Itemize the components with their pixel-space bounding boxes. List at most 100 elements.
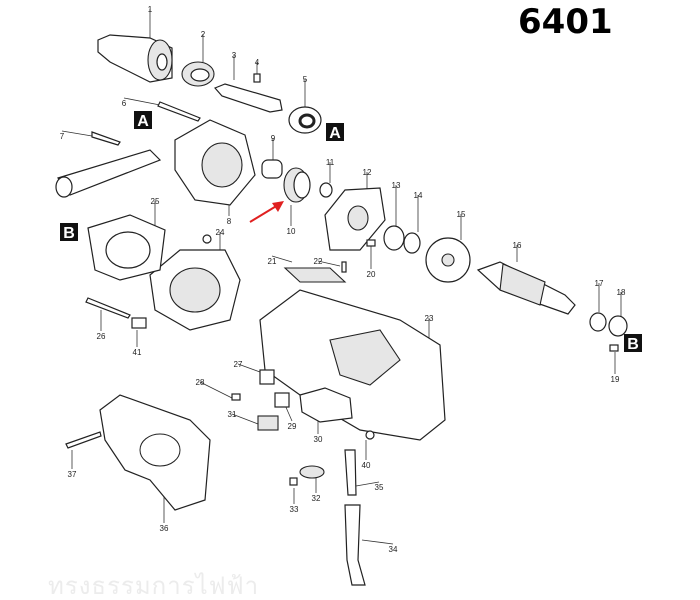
- part-side-handle: [55, 149, 162, 198]
- part-20: [366, 239, 376, 247]
- label-26: 26: [97, 332, 106, 341]
- label-11: 11: [326, 158, 335, 167]
- part-bearing-17: [589, 312, 607, 332]
- label-40: 40: [362, 461, 371, 470]
- part-screw-7: [91, 131, 121, 146]
- label-6: 6: [122, 99, 127, 108]
- part-gear-10: [283, 167, 311, 203]
- part-screw-26: [85, 297, 131, 319]
- label-34: 34: [389, 545, 398, 554]
- label-5: 5: [303, 75, 308, 84]
- part-chuck: [97, 34, 173, 83]
- part-19: [609, 344, 619, 352]
- part-switch: [299, 387, 353, 423]
- svg-text:B: B: [63, 225, 75, 242]
- part-cord: [344, 449, 357, 496]
- leader-line-35: [355, 481, 380, 487]
- label-31: 31: [228, 410, 237, 419]
- leader-line-34: [361, 539, 394, 545]
- part-brush-29: [274, 392, 290, 408]
- highlight-arrow: [249, 201, 284, 223]
- part-key: [253, 73, 261, 83]
- leader-line-29: [284, 404, 293, 422]
- label-13: 13: [392, 181, 401, 190]
- marker-a-2: A: [326, 123, 344, 142]
- label-7: 7: [60, 132, 65, 141]
- marker-b-2: B: [624, 334, 642, 353]
- label-37: 37: [68, 470, 77, 479]
- marker-b-1: B: [60, 223, 78, 242]
- label-18: 18: [617, 288, 626, 297]
- label-24: 24: [216, 228, 225, 237]
- label-27: 27: [234, 360, 243, 369]
- part-screw-28: [231, 393, 241, 401]
- part-40: [365, 430, 375, 440]
- part-brush-31: [257, 415, 279, 431]
- part-sleeve: [261, 159, 283, 179]
- leader-line-21: [271, 255, 293, 263]
- marker-a-1: A: [134, 111, 152, 130]
- part-screw-33: [289, 477, 298, 486]
- part-screw-6: [157, 101, 201, 122]
- label-14: 14: [414, 191, 423, 200]
- label-33: 33: [290, 505, 299, 514]
- part-fan: [425, 237, 471, 283]
- leader-line-7: [61, 130, 93, 137]
- label-25: 25: [151, 197, 160, 206]
- part-41: [131, 317, 147, 329]
- part-screw-37: [65, 431, 102, 449]
- part-motor-housing: [259, 289, 446, 441]
- part-bearing-18: [608, 315, 628, 337]
- part-bearing-13: [383, 225, 405, 251]
- leader-line-6: [123, 97, 161, 106]
- label-2: 2: [201, 30, 206, 39]
- model-number: 6401: [518, 2, 613, 42]
- label-20: 20: [367, 270, 376, 279]
- leader-line-28: [199, 381, 233, 399]
- part-nameplate: [283, 267, 347, 283]
- label-35: 35: [375, 483, 384, 492]
- leader-line-22: [317, 260, 341, 267]
- leader-lines: [61, 9, 622, 545]
- label-8: 8: [227, 217, 232, 226]
- label-15: 15: [457, 210, 466, 219]
- label-10: 10: [287, 227, 296, 236]
- label-30: 30: [314, 435, 323, 444]
- label-1: 1: [148, 5, 153, 14]
- part-ring-2: [181, 61, 215, 87]
- label-16: 16: [513, 241, 522, 250]
- part-baffle: [87, 214, 166, 281]
- label-17: 17: [595, 279, 604, 288]
- svg-text:A: A: [329, 125, 341, 142]
- part-spindle: [213, 83, 283, 113]
- part-cord-guard: [344, 504, 366, 586]
- svg-text:B: B: [627, 336, 639, 353]
- label-23: 23: [425, 314, 434, 323]
- part-washer-14: [403, 232, 421, 254]
- part-retaining-ring: [319, 182, 333, 198]
- part-rivet-22: [341, 261, 347, 273]
- part-field: [149, 234, 241, 331]
- part-handle: [99, 394, 211, 511]
- label-29: 29: [288, 422, 297, 431]
- label-9: 9: [271, 134, 276, 143]
- part-gear-housing: [174, 119, 256, 206]
- leader-line-31: [231, 413, 259, 425]
- part-32: [299, 465, 325, 479]
- part-bearing-5: [288, 106, 322, 134]
- label-12: 12: [363, 168, 372, 177]
- label-21: 21: [268, 257, 277, 266]
- part-bearing-plate: [324, 187, 386, 251]
- label-36: 36: [160, 524, 169, 533]
- part-brush-holder: [259, 369, 275, 385]
- svg-text:A: A: [137, 113, 149, 130]
- watermark: ทรงธรรมการไฟฟ้า: [48, 572, 260, 600]
- part-armature: [476, 261, 576, 315]
- label-28: 28: [196, 378, 205, 387]
- label-19: 19: [611, 375, 620, 384]
- label-4: 4: [255, 58, 260, 67]
- label-32: 32: [312, 494, 321, 503]
- label-22: 22: [314, 257, 323, 266]
